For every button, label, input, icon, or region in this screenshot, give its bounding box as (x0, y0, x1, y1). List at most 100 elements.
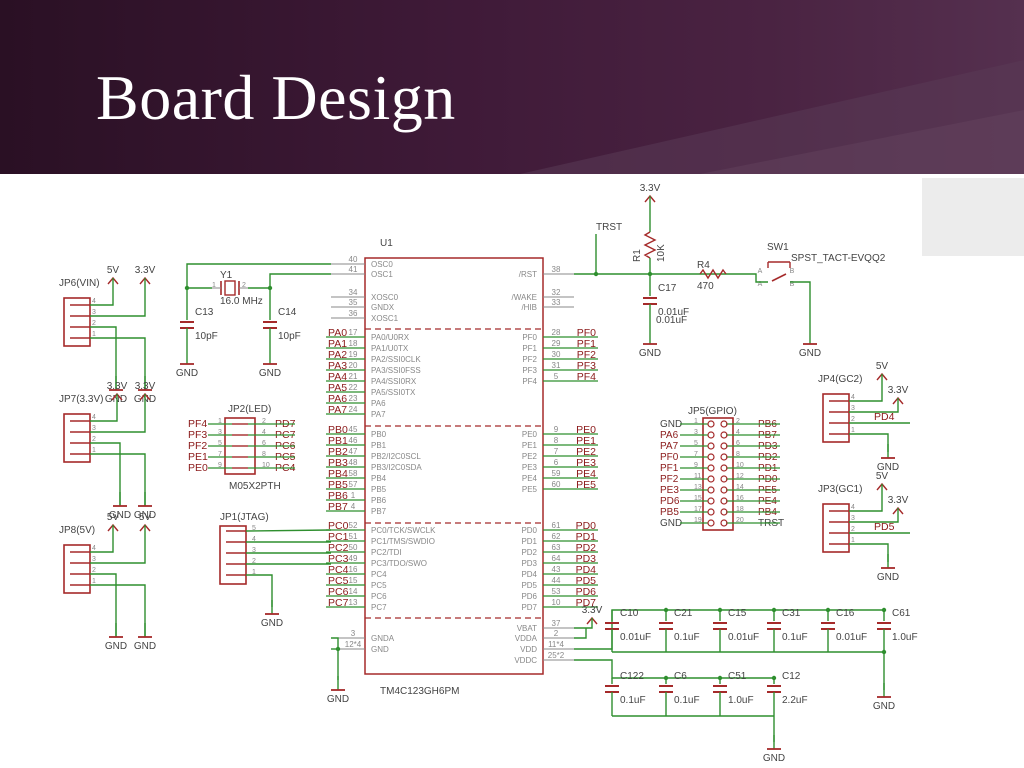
mcu-pin-number: 10 (552, 598, 561, 607)
jp4-pin-number: 3 (851, 405, 855, 412)
mcu-pin-name: PB0 (371, 430, 387, 439)
mcu-pin-name: PA6 (371, 399, 386, 408)
jp5-net-left: PA6 (660, 430, 679, 441)
mcu-pin-name: PD1 (521, 537, 537, 546)
gnd-label: GND (105, 641, 127, 652)
mcu-ref: U1 (380, 238, 393, 249)
jp2-net-left: PE0 (188, 462, 208, 474)
mcu-pin-number: 29 (552, 339, 561, 348)
r1-ref: R1 (632, 249, 643, 262)
jp7-pin-number: 3 (92, 425, 96, 432)
wire (849, 508, 899, 523)
gnd-label: GND (327, 694, 349, 705)
mcu-pin-name: PB2/I2C0SCL (371, 452, 421, 461)
jp1-body (219, 525, 247, 585)
sw1-ref: SW1 (767, 242, 789, 253)
mcu-pin-number: 34 (349, 288, 358, 297)
mcu-pin-name: VBAT (517, 624, 537, 633)
jp5-pin-number: 18 (736, 506, 744, 513)
cap-ref: C6 (674, 671, 687, 682)
mcu-pin-name: PE5 (522, 485, 538, 494)
mcu-net-label: PF3 (577, 360, 596, 372)
mcu-net-label: PE2 (576, 446, 596, 458)
wire (90, 525, 146, 564)
cap-ref: C14 (278, 307, 297, 318)
mcu-pin-name: PF1 (522, 344, 537, 353)
mcu-pin-number: 31 (552, 361, 561, 370)
mcu-pin-number: 12*4 (345, 640, 362, 649)
jp1-pin-number: 4 (252, 536, 256, 543)
mcu-net-label: PD7 (576, 597, 597, 609)
wire (574, 628, 587, 639)
mcu-pin-name: PD0 (521, 526, 537, 535)
mcu-net-label: PF1 (577, 338, 596, 350)
mcu-pin-name: /RST (519, 270, 537, 279)
mcu-net-label: PC3 (328, 553, 349, 565)
r4-value: 470 (697, 281, 714, 292)
gnd-label: GND (134, 510, 156, 521)
jp2-pin-number: 9 (218, 462, 222, 469)
mcu-net-label: PD5 (576, 575, 597, 587)
jp2-pin-number: 4 (262, 429, 266, 436)
jp5-net-left: PB5 (660, 507, 679, 518)
header-decoration (520, 60, 1024, 174)
mcu-pin-name: PC5 (371, 581, 387, 590)
mcu-pin-name: PE0 (522, 430, 538, 439)
mcu-pin-name: /HIB (521, 303, 537, 312)
mcu-pin-number: 9 (554, 425, 559, 434)
switch-pin: B (790, 268, 795, 275)
jp1-pin-number: 3 (252, 547, 256, 554)
mcu-pin-name: PC7 (371, 603, 387, 612)
mcu-pin-name: PB4 (371, 474, 387, 483)
mcu-pin-name: PA5/SSI0TX (371, 388, 416, 397)
cap-value: 0.1uF (620, 695, 646, 706)
gnd-label: GND (105, 394, 127, 405)
mcu-net-label: PE0 (576, 424, 596, 436)
jp5-pin-ring (720, 431, 728, 439)
jp5-pin-number: 4 (736, 429, 740, 436)
cap-value: 0.01uF (620, 632, 651, 643)
mcu-pin-number: 22 (349, 383, 358, 392)
slide-side-tab (922, 178, 1024, 256)
supply-label: 3.3V (107, 381, 128, 392)
jp5-pin-number: 20 (736, 517, 744, 524)
jp3-net: PD5 (874, 521, 895, 533)
wire (849, 484, 883, 512)
osc0-wire (186, 263, 331, 289)
jp3-pin-number: 2 (851, 526, 855, 533)
mcu-pin-number: 21 (349, 372, 358, 381)
jp5-net-left: PD6 (660, 496, 680, 507)
mcu-pin-name: PC4 (371, 570, 387, 579)
mcu-pin-name: PC1/TMS/SWDIO (371, 537, 435, 546)
jp5-pin-ring (720, 453, 728, 461)
mcu-pin-name: PA1/U0TX (371, 344, 409, 353)
mcu-net-label: PD2 (576, 542, 597, 554)
cap-value: 0.1uF (782, 632, 808, 643)
mcu-pin-number: 24 (349, 405, 358, 414)
jp6-pin-number: 4 (92, 298, 96, 305)
resistor-r4 (699, 268, 727, 280)
gnd-label: GND (109, 510, 131, 521)
jp7-body (63, 413, 91, 463)
mcu-pin-number: 23 (349, 394, 358, 403)
gnd-label: GND (259, 368, 281, 379)
mcu-net-label: PB4 (328, 468, 348, 480)
jp8-ref: JP8(5V) (59, 525, 95, 536)
wire (849, 374, 883, 402)
mcu-pin-name: OSC1 (371, 270, 393, 279)
jp5-pin-ring (720, 442, 728, 450)
gnd-label: GND (873, 701, 895, 712)
mcu-pin-name: PC3/TDO/SWO (371, 559, 427, 568)
mcu-pin-name: PD7 (521, 603, 537, 612)
jp5-pin-number: 11 (694, 473, 701, 480)
mcu-pin-number: 43 (552, 565, 561, 574)
wire (849, 543, 889, 562)
mcu-pin-name: PF4 (522, 377, 537, 386)
mcu-net-label: PA0 (328, 327, 347, 339)
jp5-pin-ring (707, 453, 715, 461)
mcu-pin-name: PE4 (522, 474, 538, 483)
gnd-label: GND (763, 753, 785, 764)
wire (245, 529, 332, 532)
jp5-pin-number: 3 (694, 429, 698, 436)
mcu-pin-name: GNDX (371, 303, 395, 312)
